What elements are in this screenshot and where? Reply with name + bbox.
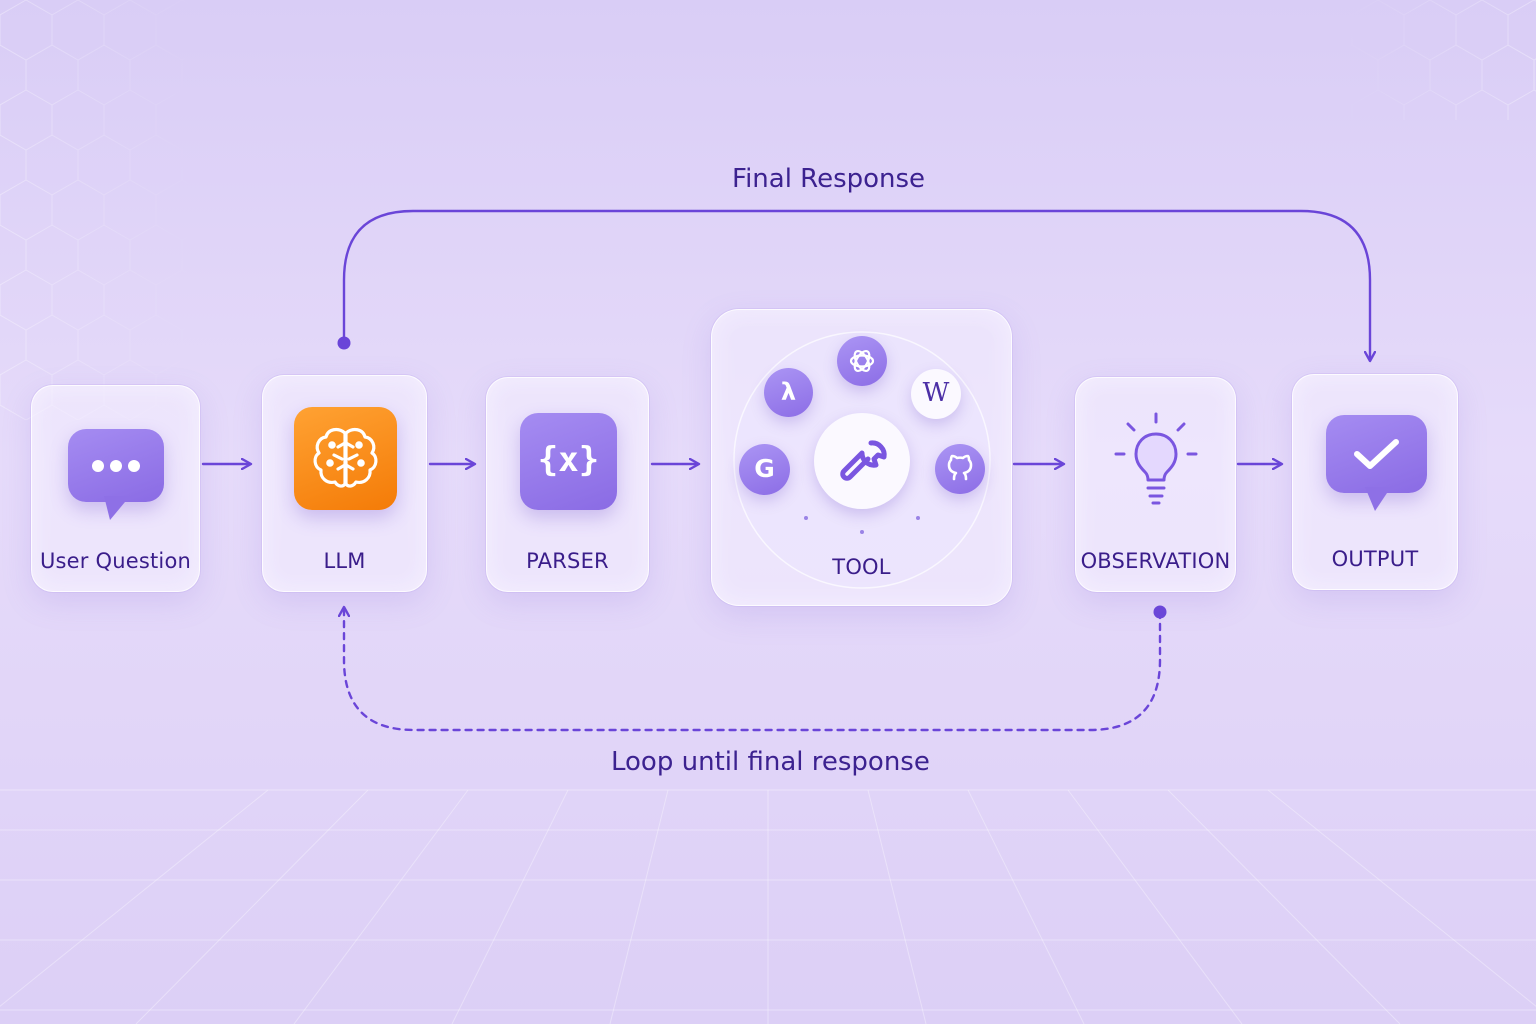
brain-icon xyxy=(294,407,397,510)
final-response-path xyxy=(342,209,1370,360)
final-response-label: Final Response xyxy=(732,164,926,194)
node-user-question[interactable]: User Question xyxy=(31,385,200,592)
loop-path xyxy=(344,608,1162,732)
node-label: OBSERVATION xyxy=(1080,549,1231,573)
node-label: PARSER xyxy=(526,549,609,573)
lightbulb-icon xyxy=(1114,412,1198,505)
wikipedia-glyph: W xyxy=(922,378,950,408)
node-label: LLM xyxy=(323,549,366,573)
node-observation[interactable]: OBSERVATION xyxy=(1075,377,1236,592)
chat-bubble-tail xyxy=(104,496,130,520)
google-icon: G xyxy=(739,444,790,495)
node-output[interactable]: OUTPUT xyxy=(1292,374,1458,590)
lambda-icon: λ xyxy=(764,368,813,417)
loop-label: Loop until final response xyxy=(611,747,930,777)
wikipedia-icon: W xyxy=(911,369,961,419)
variable-braces-glyph: {x} xyxy=(537,440,600,480)
variable-braces-icon: {x} xyxy=(520,413,617,510)
loop-origin-dot xyxy=(1153,605,1167,619)
node-tool[interactable]: λ W G TOOL xyxy=(711,309,1012,606)
node-label: User Question xyxy=(39,549,192,573)
lambda-glyph: λ xyxy=(780,378,797,406)
node-label: OUTPUT xyxy=(1331,547,1419,571)
floor-grid xyxy=(0,789,1536,1024)
wrench-icon xyxy=(814,413,910,509)
chat-bubble-icon xyxy=(68,429,164,502)
node-llm[interactable]: LLM xyxy=(262,375,427,592)
node-label: TOOL xyxy=(832,555,891,579)
check-bubble-tail xyxy=(1365,487,1391,511)
openai-icon xyxy=(837,336,887,386)
github-icon xyxy=(935,444,985,494)
final-response-origin-dot xyxy=(337,336,351,350)
check-bubble-icon xyxy=(1326,415,1427,493)
node-parser[interactable]: {x} PARSER xyxy=(486,377,649,592)
google-glyph: G xyxy=(754,454,775,483)
